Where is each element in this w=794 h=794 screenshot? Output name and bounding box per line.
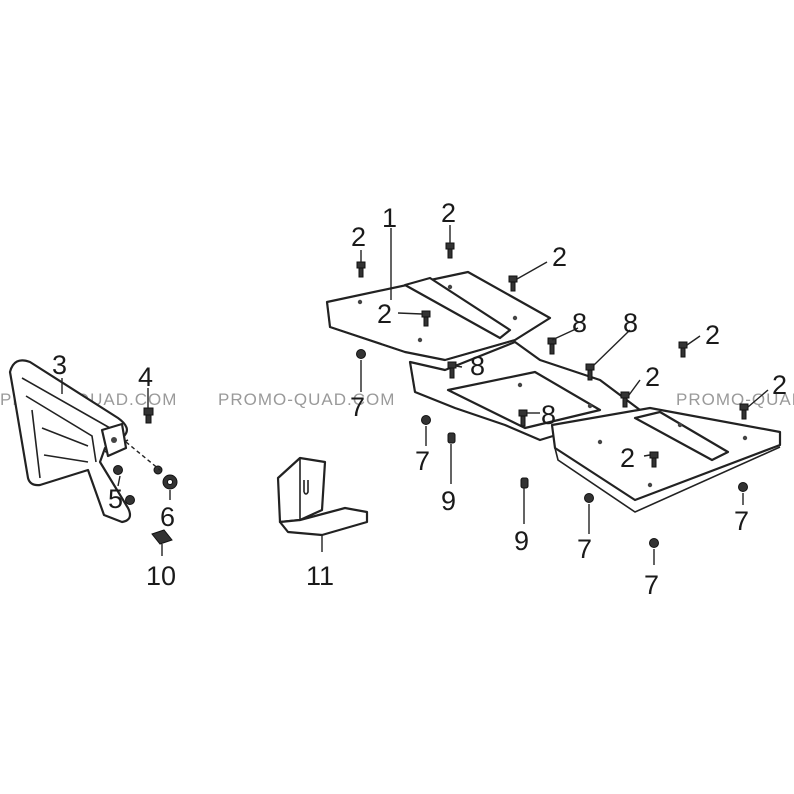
spacer-icon	[520, 477, 529, 489]
callout-part-6: 6	[160, 502, 175, 532]
nut-icon	[649, 538, 659, 548]
rear-plate-rail	[633, 410, 730, 462]
callout-part-9: 9	[441, 486, 456, 516]
callout-part-2: 2	[552, 242, 567, 272]
nut-icon	[584, 493, 594, 503]
callout-part-11: 11	[306, 561, 334, 591]
callout-part-2: 2	[377, 299, 392, 329]
callout-part-2: 2	[705, 320, 720, 350]
bumper-nut-icon	[113, 465, 123, 475]
bracket-inner-edge	[299, 458, 323, 522]
clip-icon	[151, 529, 173, 545]
nut-icon	[356, 349, 366, 359]
front-plate-rail	[403, 276, 512, 340]
callout-part-5: 5	[108, 484, 123, 514]
callout-part-2: 2	[645, 362, 660, 392]
skid-plate-holes	[357, 284, 748, 488]
callout-part-2: 2	[441, 198, 456, 228]
callout-part-7: 7	[577, 534, 592, 564]
callout-part-2: 2	[351, 222, 366, 252]
leader-lines	[61, 225, 769, 565]
center-frame-opening	[446, 370, 602, 430]
bumper-nut-icon	[125, 495, 135, 505]
callout-part-10: 10	[146, 561, 176, 591]
callout-part-7: 7	[415, 446, 430, 476]
bolt-icon	[447, 361, 457, 379]
bumper-tube-outer	[8, 359, 132, 524]
spacer-icon	[447, 432, 456, 444]
callout-part-4: 4	[138, 362, 153, 392]
callout-part-2: 2	[772, 370, 787, 400]
bolt-icon	[445, 242, 455, 259]
bumper-washer-icon	[153, 465, 163, 475]
callout-part-8: 8	[572, 308, 587, 338]
bumper-bolt-axis	[125, 441, 161, 471]
bracket-slot	[303, 480, 309, 495]
bolt-icon	[739, 403, 749, 420]
callout-part-8: 8	[470, 351, 485, 381]
nut-icon	[421, 415, 431, 425]
bolt-icon	[547, 337, 557, 355]
bracket-base-face	[278, 506, 369, 537]
callout-labels: 1 2 2 2 2 2 2 2 2 3 4 5 6 7 7 7 7 7 8 8 …	[52, 198, 787, 600]
rear-plate-lower-edge	[554, 446, 781, 513]
watermark-text-edge: PROMO-QUAD.COM	[676, 390, 794, 409]
center-frame-side-left	[409, 361, 416, 393]
bumper-bolt-icon	[143, 407, 154, 424]
callout-part-3: 3	[52, 350, 67, 380]
watermark-group: PROMO-QUAD.COM PROMO-QUAD.COM PROMO-QUAD…	[0, 390, 794, 409]
bolt-icon	[508, 275, 518, 292]
callout-part-7: 7	[644, 570, 659, 600]
callout-part-8: 8	[541, 400, 556, 430]
nut-icon	[738, 482, 748, 492]
front-plate-lower-edge	[326, 301, 551, 361]
skid-plate-drawing	[325, 270, 782, 513]
callout-part-7: 7	[350, 392, 365, 422]
callout-part-9: 9	[514, 526, 529, 556]
bumper-washer-icon	[162, 474, 178, 490]
watermark-text-center: PROMO-QUAD.COM	[218, 390, 395, 409]
bracket-drawing	[276, 456, 369, 537]
callout-part-1: 1	[382, 203, 397, 233]
bolt-icon	[678, 341, 688, 358]
bumper-drawing	[8, 359, 178, 545]
callout-part-2: 2	[620, 443, 635, 473]
bolt-icon	[620, 391, 630, 408]
bumper-mount-hole	[111, 437, 117, 443]
bolt-icon	[585, 363, 595, 381]
bumper-tube-inner	[21, 377, 129, 479]
callout-part-7: 7	[734, 506, 749, 536]
bolt-icon	[356, 261, 366, 278]
callout-part-8: 8	[623, 308, 638, 338]
